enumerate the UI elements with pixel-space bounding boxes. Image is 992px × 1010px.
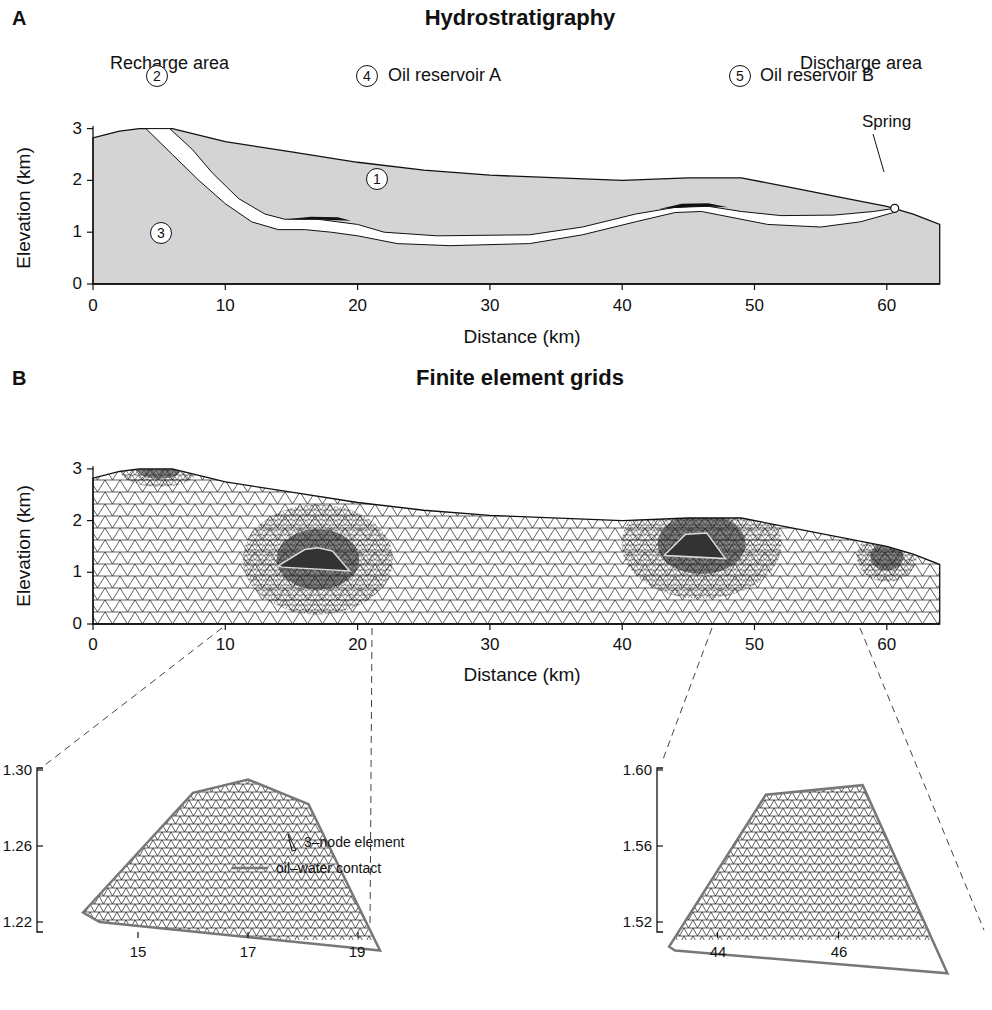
tick-label: 15 <box>130 944 147 961</box>
callout-circle: 4 <box>356 65 378 87</box>
part-label: Oil reservoir A <box>388 66 501 86</box>
tick-label: 46 <box>831 944 848 961</box>
tick-label: 44 <box>710 944 727 961</box>
callout-number: 4 <box>363 69 371 83</box>
tick-label: 60 <box>877 297 896 316</box>
tick-label: 0 <box>88 297 97 316</box>
legend-text: oil–water contact <box>276 860 381 876</box>
tick-label: 0 <box>88 636 97 655</box>
legend-sample <box>232 867 268 870</box>
callout-number: 1 <box>373 172 381 186</box>
tick-label: 10 <box>216 297 235 316</box>
part-label: Spring <box>862 113 911 132</box>
callout-number: 3 <box>157 226 165 240</box>
tick-label: 40 <box>613 636 632 655</box>
axis-title: Elevation (km) <box>14 485 35 606</box>
tick-label: 1.30 <box>3 762 32 779</box>
cross-section <box>93 129 940 284</box>
tick-label: 2 <box>73 171 82 190</box>
callout-number: 5 <box>736 69 744 83</box>
panel-title: Finite element grids <box>416 366 624 390</box>
finite-element-grid <box>90 451 950 630</box>
tick-label: 1 <box>73 563 82 582</box>
zoom-line <box>45 628 222 765</box>
zoom-line <box>370 628 372 928</box>
legend-text: 3–node element <box>304 834 404 850</box>
tick-label: 10 <box>216 636 235 655</box>
oil-water-contact <box>669 785 947 973</box>
tick-label: 30 <box>480 297 499 316</box>
inset-grid <box>37 740 433 951</box>
callout-circle: 2 <box>146 65 168 87</box>
axis <box>87 126 940 290</box>
tick-label: 50 <box>745 636 764 655</box>
tick-label: 20 <box>348 297 367 316</box>
aquifer-band <box>146 129 897 246</box>
tick-label: 19 <box>349 944 366 961</box>
confining-unit <box>93 129 940 284</box>
callout-circle: 5 <box>729 65 751 87</box>
axis-title: Elevation (km) <box>14 147 35 268</box>
tick-label: 3 <box>73 119 82 138</box>
axis <box>87 466 940 630</box>
tick-label: 0 <box>73 275 82 294</box>
tick-label: 2 <box>73 511 82 530</box>
tick-label: 20 <box>348 636 367 655</box>
tick-label: 17 <box>240 944 257 961</box>
inset-grid <box>647 740 992 973</box>
tick-label: 1.22 <box>3 914 32 931</box>
tick-label: 3 <box>73 460 82 479</box>
tick-label: 1 <box>73 223 82 242</box>
callout-number: 2 <box>153 69 161 83</box>
tick-label: 1.52 <box>623 914 652 931</box>
tick-label: 30 <box>480 636 499 655</box>
tick-label: 1.56 <box>623 838 652 855</box>
panel-letter: B <box>12 367 26 389</box>
tick-label: 50 <box>745 297 764 316</box>
tick-label: 0 <box>73 615 82 634</box>
leader-line <box>873 134 884 172</box>
tick-label: 1.26 <box>3 838 32 855</box>
zoom-line <box>662 628 712 762</box>
tick-label: 40 <box>613 297 632 316</box>
tick-label: 1.60 <box>623 762 652 779</box>
reservoir-outline <box>278 548 349 571</box>
spring-symbol <box>891 204 899 212</box>
panel-letter: A <box>12 7 26 29</box>
callout-circle: 3 <box>150 222 172 244</box>
area-label: Recharge area <box>110 54 229 74</box>
callout-circle: 1 <box>366 168 388 190</box>
oil-reservoir <box>659 203 728 209</box>
legend-sample <box>288 834 296 851</box>
panel-title: Hydrostratigraphy <box>425 6 616 30</box>
part-label: Oil reservoir B <box>760 66 874 86</box>
axis-title: Distance (km) <box>463 327 580 348</box>
oil-reservoir <box>286 217 351 221</box>
reservoir-outline <box>665 533 726 559</box>
tick-label: 60 <box>877 636 896 655</box>
axis-title: Distance (km) <box>463 665 580 686</box>
